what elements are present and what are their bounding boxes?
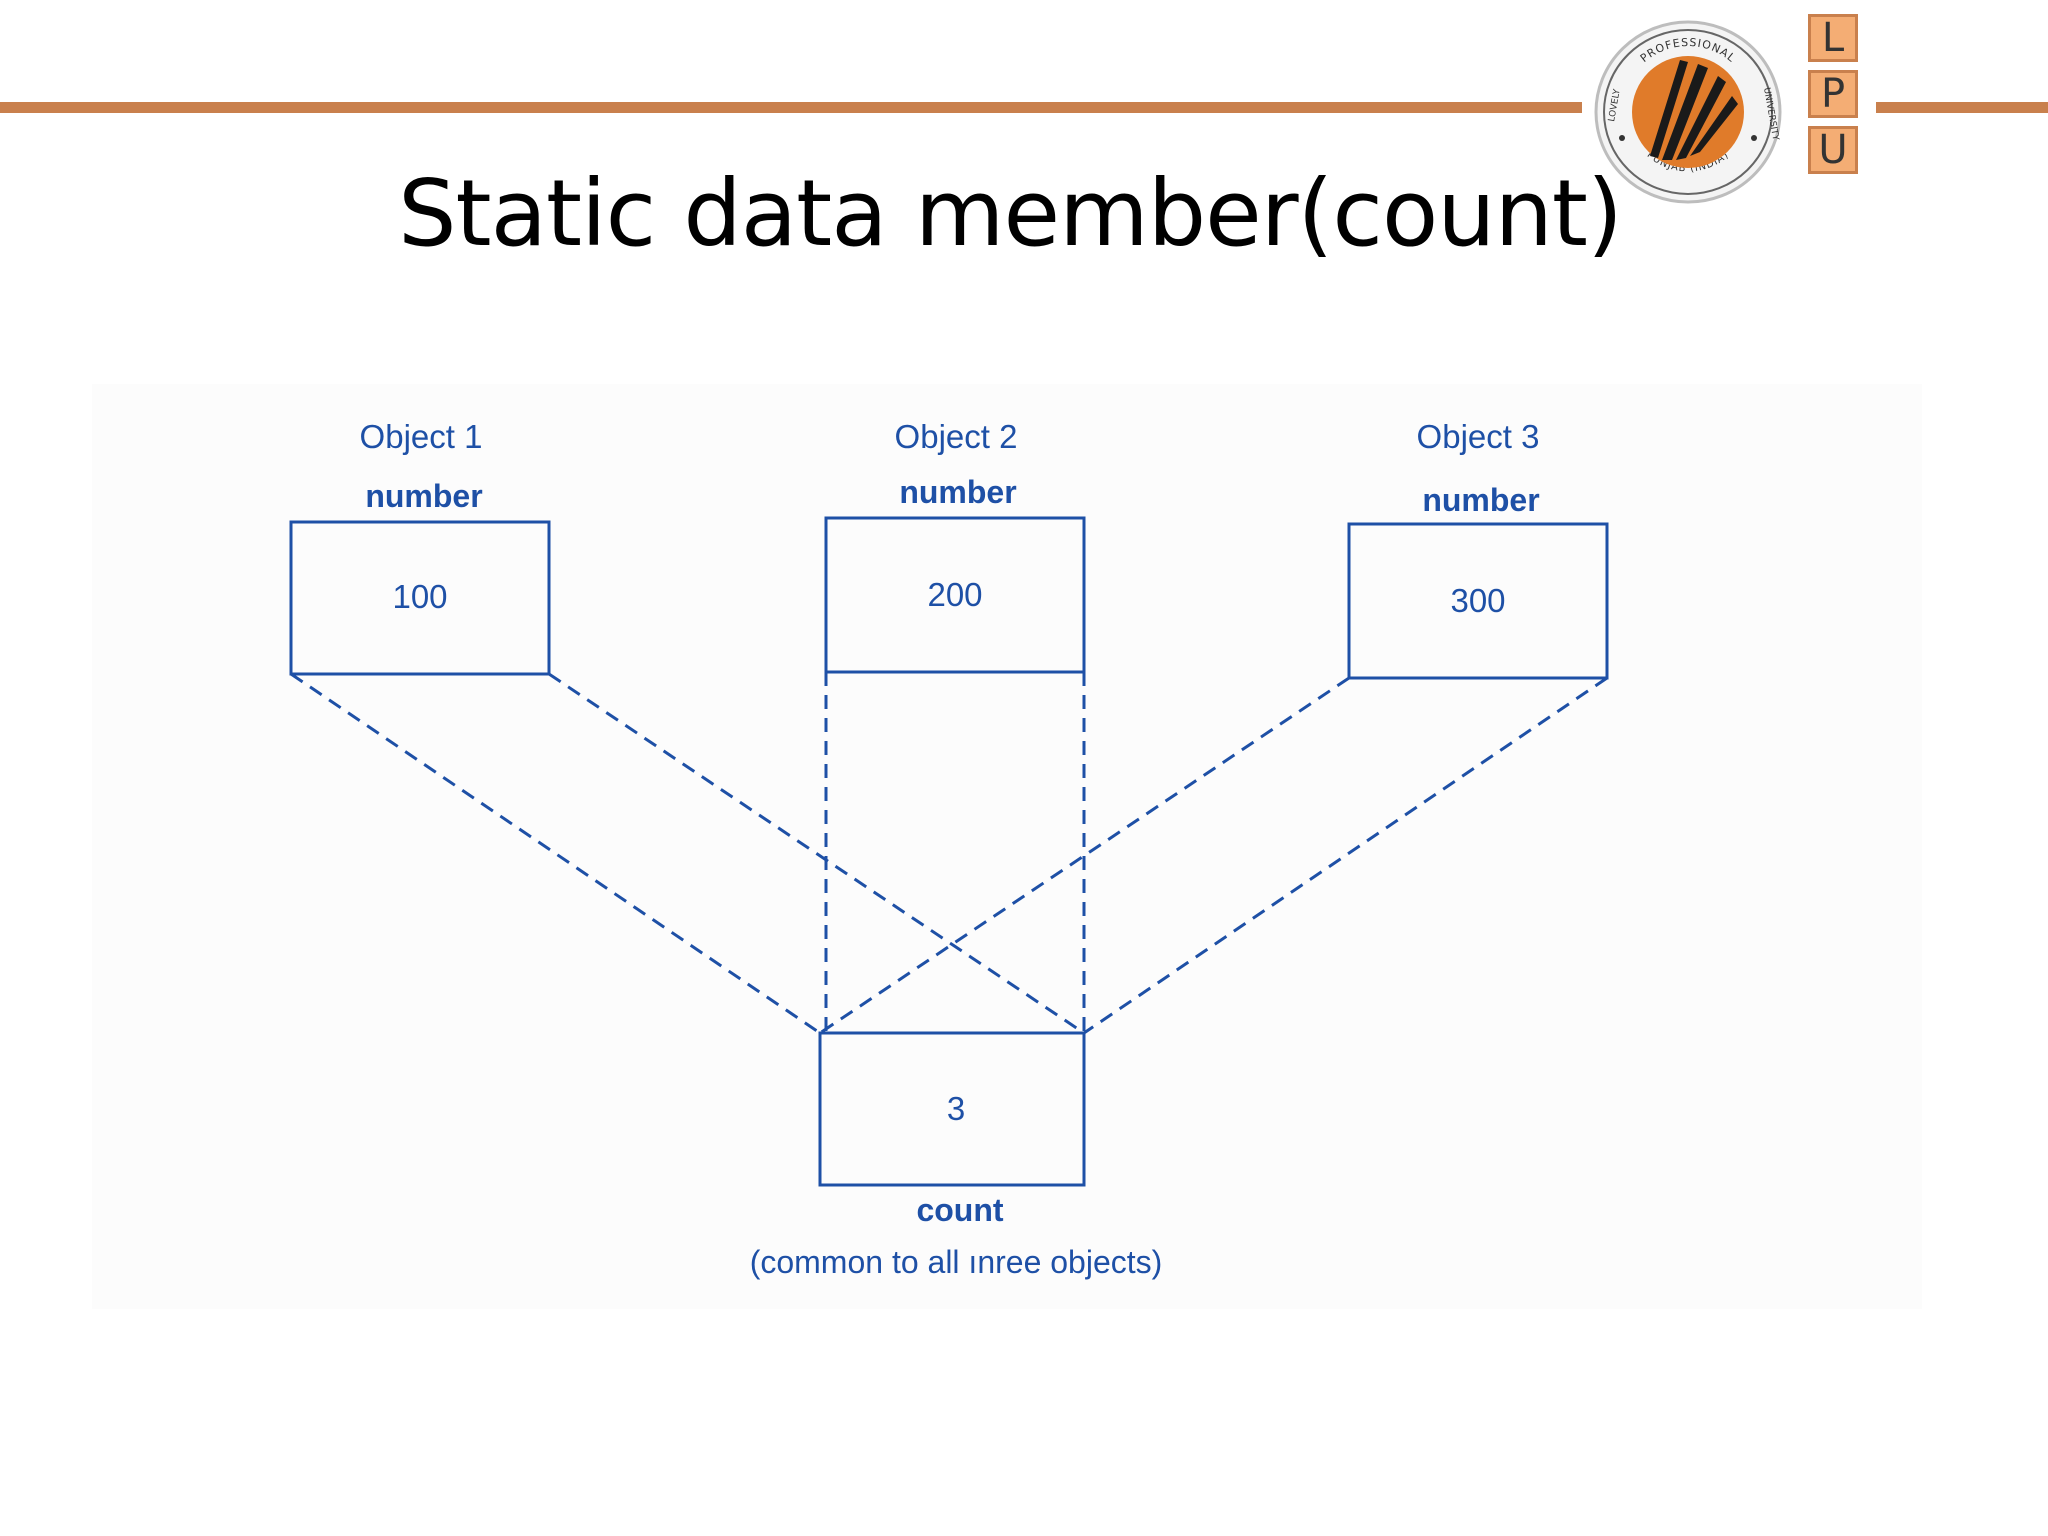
link-object-3-right: [1083, 676, 1608, 1035]
logo-letter-p: P: [1808, 70, 1858, 118]
object-2-title: Object 2: [894, 418, 1018, 455]
object-2-field-label: number: [899, 474, 1017, 510]
university-seal-logo: PROFESSIONAL PUNJAB (INDIA) LOVELY UNIVE…: [1594, 20, 1782, 204]
logo-letter-u: U: [1808, 126, 1858, 174]
count-value: 3: [946, 1090, 966, 1127]
object-3-field-label: number: [1422, 482, 1540, 518]
object-1-title: Object 1: [359, 418, 483, 455]
slide-title: Static data member(count): [398, 160, 1623, 267]
logo-letter-l: L: [1808, 14, 1858, 62]
link-object-1-right: [548, 672, 1085, 1035]
header-rule-left: [0, 102, 1582, 113]
object-2-value: 200: [927, 576, 983, 613]
lpu-letters-logo: L P U: [1808, 14, 1864, 182]
link-object-1-left: [290, 672, 821, 1035]
object-2-box: [824, 516, 1086, 674]
object-3-title: Object 3: [1416, 418, 1540, 455]
object-1-box: [289, 520, 551, 676]
link-object-3-left: [819, 676, 1350, 1035]
diagram-panel: [92, 384, 1922, 1309]
object-1-value: 100: [392, 578, 448, 615]
count-label: count: [916, 1192, 1004, 1228]
header-rule-right: [1876, 102, 2048, 113]
count-box: [818, 1031, 1086, 1187]
object-3-value: 300: [1450, 582, 1506, 619]
count-caption: (common to all ınree objects): [749, 1244, 1163, 1280]
object-1-field-label: number: [365, 478, 483, 514]
object-3-box: [1347, 522, 1609, 680]
